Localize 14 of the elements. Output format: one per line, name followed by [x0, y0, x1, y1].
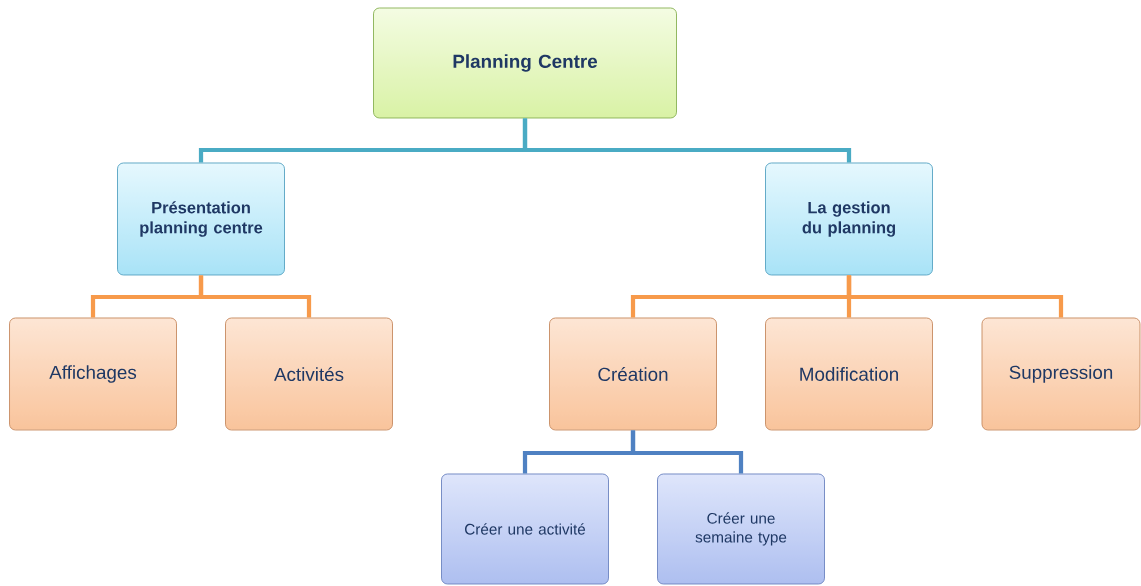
connector-line	[846, 275, 1064, 318]
item-box: Création	[549, 317, 717, 431]
connector-line	[630, 430, 744, 474]
sub-item-box: Créer une activité	[441, 473, 609, 585]
category-box: La gestion du planning	[765, 162, 933, 276]
category-box: Présentation planning centre	[117, 162, 285, 276]
top-box: Planning Centre	[373, 7, 677, 119]
connector-line	[198, 275, 312, 318]
item-box: Modification	[765, 317, 933, 431]
item-box: Affichages	[9, 317, 177, 431]
item-box: Suppression	[981, 317, 1141, 431]
connector-line	[522, 118, 852, 163]
item-box: Activités	[225, 317, 393, 431]
sub-item-box: Créer une semaine type	[657, 473, 825, 585]
